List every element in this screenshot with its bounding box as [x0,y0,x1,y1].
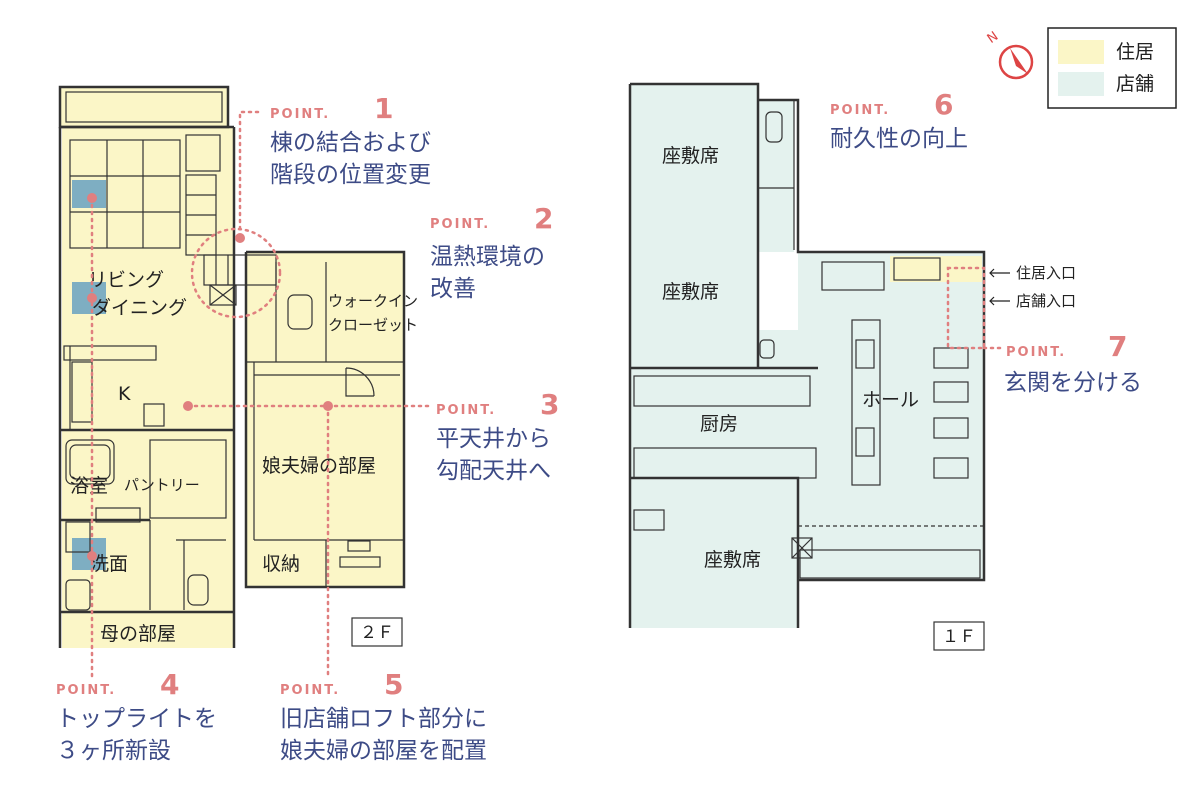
room-zashiki-3-label: 座敷席 [704,549,761,571]
point-2: POINT. 2 温熱環境の 改善 [430,202,553,302]
point-7-number: 7 [1108,330,1127,363]
plan-1f: 座敷席 座敷席 厨房 ホール 座敷席 住居入口 店舗入口 １Ｆ [628,82,1076,651]
legend-shop-swatch [1058,72,1104,96]
room-zashiki-1-label: 座敷席 [662,145,719,167]
legend: N 住居 店舗 [985,27,1177,109]
room-walkin-label-2: クローゼット [328,316,418,334]
point-1-line-1: 棟の結合および [270,130,431,156]
room-bath-label: 浴室 [70,475,108,497]
point-7: POINT. 7 玄関を分ける [1004,330,1142,396]
point-3-word: POINT. [436,403,496,418]
floor-1f-label: １Ｆ [942,627,976,647]
legend-shop-label: 店舗 [1116,73,1154,95]
room-zashiki-2-label: 座敷席 [662,281,719,303]
point-5: POINT. 5 旧店舗ロフト部分に 娘夫婦の部屋を配置 [280,668,487,764]
legend-residence-label: 住居 [1116,41,1154,63]
point-2-word: POINT. [430,217,490,232]
point-4-line-1: トップライトを [56,706,217,732]
north-label: N [985,29,1002,47]
room-couple-label: 娘夫婦の部屋 [262,455,376,477]
point-5-line-1: 旧店舗ロフト部分に [280,706,487,732]
room-dining-label: ダイニング [92,297,187,319]
point-1-number: 1 [374,92,393,125]
room-walkin-label-1: ウォークイン [328,292,418,310]
floor-2f-label: ２Ｆ [360,623,394,643]
point-6: POINT. 6 耐久性の向上 [830,88,968,152]
shop-entrance-label: 店舗入口 [1016,292,1076,310]
point-3: POINT. 3 平天井から 勾配天井へ [436,388,559,484]
point-2-line-2: 改善 [430,276,476,302]
point-2-number: 2 [534,202,553,235]
compass-icon [998,44,1034,80]
point-1-line-2: 階段の位置変更 [270,162,431,188]
point-2-line-1: 温熱環境の [430,244,545,270]
point-1-word: POINT. [270,107,330,122]
legend-residence-swatch [1058,40,1104,64]
plan-2f: リビング ダイニング K 浴室 パントリー 洗面 母の部屋 ウォークイン クロー… [58,85,418,648]
point-4: POINT. 4 トップライトを ３ヶ所新設 [56,668,217,764]
room-kitchen-label: K [118,383,131,405]
point-1: POINT. 1 棟の結合および 階段の位置変更 [270,92,431,188]
room-storage-label: 収納 [262,553,300,575]
point-3-number: 3 [540,388,559,421]
point-3-line-2: 勾配天井へ [436,458,551,484]
point-4-number: 4 [160,668,179,701]
point-5-line-2: 娘夫婦の部屋を配置 [280,738,487,764]
point-3-line-1: 平天井から [436,426,551,452]
point-6-line-1: 耐久性の向上 [830,126,968,152]
room-living-label: リビング [88,269,164,291]
point-4-word: POINT. [56,683,116,698]
point-4-line-2: ３ヶ所新設 [56,738,171,764]
room-pantry-label: パントリー [124,476,200,494]
leader-lines [87,110,1004,678]
point-7-word: POINT. [1006,345,1066,360]
room-mother-label: 母の部屋 [100,623,176,645]
point-5-word: POINT. [280,683,340,698]
point-6-word: POINT. [830,103,890,118]
point-5-number: 5 [384,668,403,701]
room-hall-label: ホール [862,389,919,411]
room-kitchen-1f-label: 厨房 [700,413,738,435]
room-washroom-label: 洗面 [90,553,128,575]
point-6-number: 6 [934,88,953,121]
residence-entrance-label: 住居入口 [1016,264,1076,282]
point-7-line-1: 玄関を分ける [1004,370,1142,396]
